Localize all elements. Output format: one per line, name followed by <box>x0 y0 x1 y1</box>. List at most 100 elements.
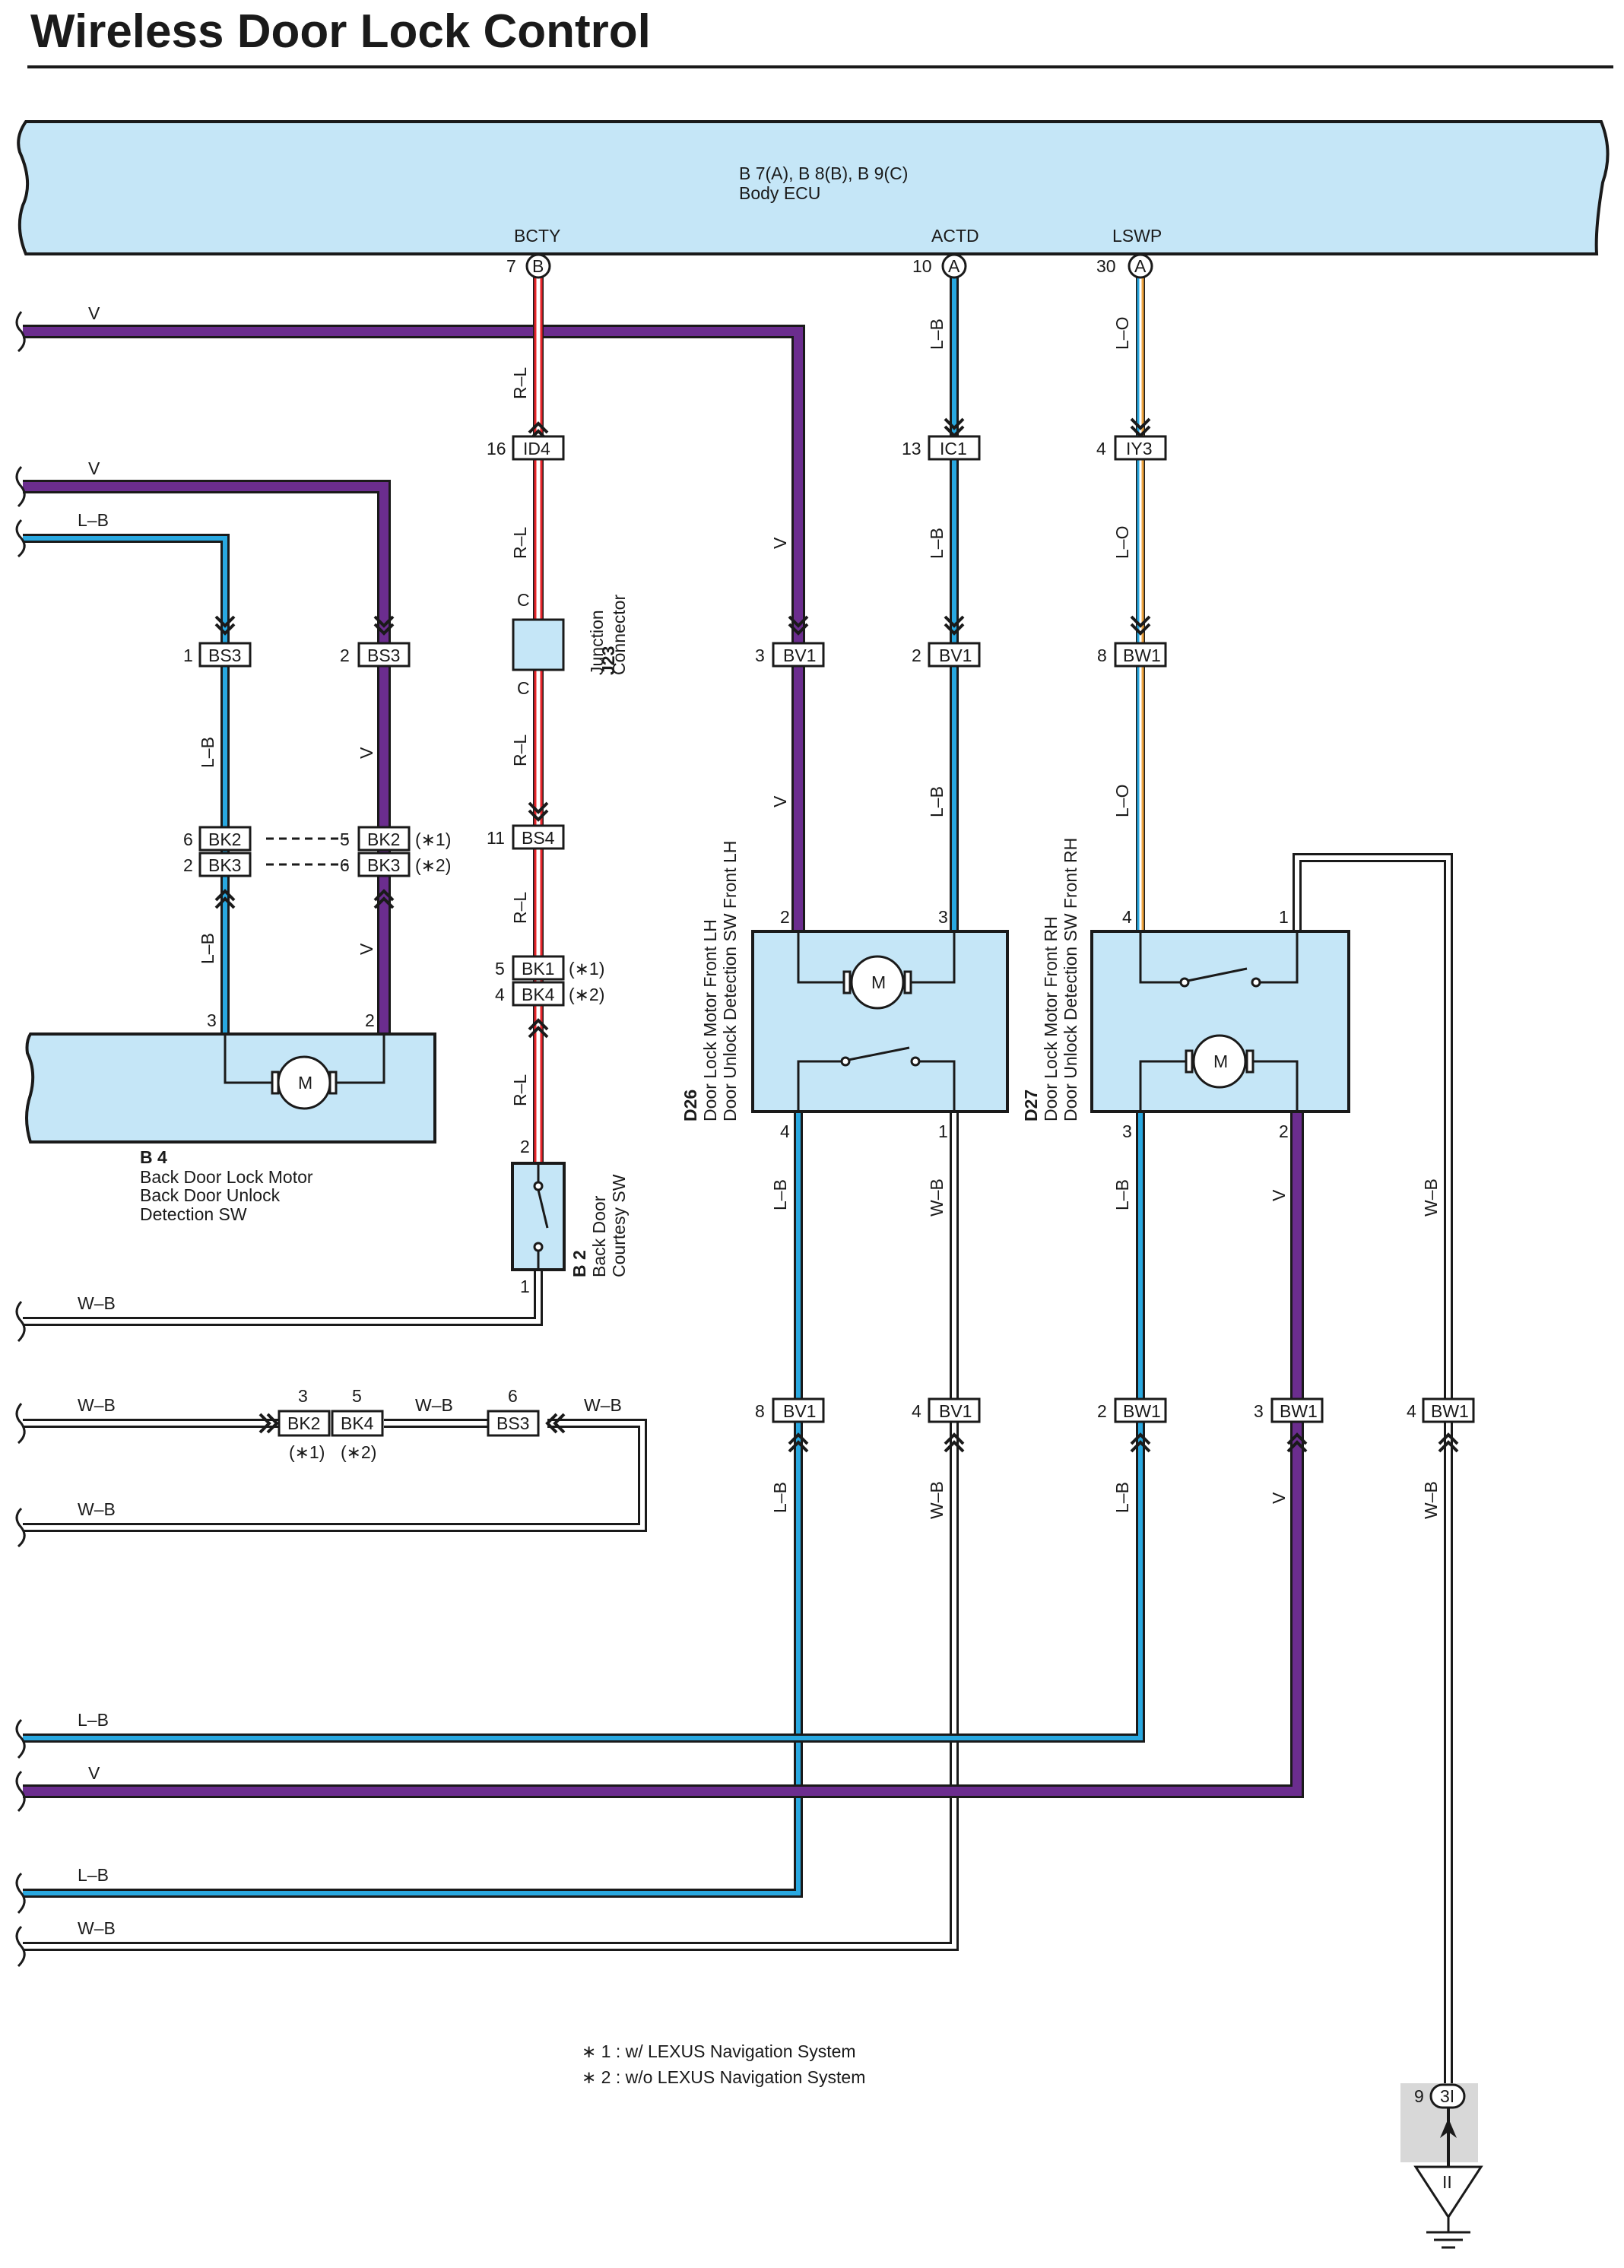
b4-name-1: Back Door Lock Motor <box>140 1167 313 1187</box>
connector-bk2-pin: 6 <box>183 829 193 849</box>
connector-id4-pin: 16 <box>487 439 506 458</box>
b4-name-3: Detection SW <box>140 1204 247 1224</box>
connector-bk2-note: (∗1) <box>415 829 451 849</box>
terminal-conn-b: B <box>532 256 544 276</box>
wire-label-wb: W–B <box>1421 1178 1441 1216</box>
connector-bk2: BK2 <box>367 829 400 849</box>
b2-pin1: 1 <box>520 1277 530 1296</box>
connector-bv1: BV1 <box>939 646 972 665</box>
connector-bk2-pin: 3 <box>298 1386 308 1406</box>
connectors: ID4 16 IC1 13 IY3 4 BS3 1 BS3 2 BV1 3 BV… <box>183 435 1475 1462</box>
wire-lb-d26 <box>23 1112 803 1898</box>
wire-v-top <box>23 325 805 931</box>
terminal-pin-30: 30 <box>1096 256 1116 276</box>
connector-ic1: IC1 <box>940 439 967 458</box>
wire-label-wb: W–B <box>415 1395 453 1415</box>
component-d26: M 2 3 4 1 D26 Door Lock Motor Front LH D… <box>680 841 1009 1141</box>
component-d27: M 4 1 3 2 D27 Door Lock Motor Front RH D… <box>1021 838 1350 1141</box>
wire-label-lb: L–B <box>770 1482 790 1513</box>
motor-label: M <box>1213 1052 1228 1071</box>
connector-bk4-note: (∗2) <box>569 985 604 1004</box>
junction-c-bottom: C <box>517 678 530 698</box>
body-ecu: B 7(A), B 8(B), B 9(C) Body ECU BCTY ACT… <box>17 120 1610 255</box>
ground-conn: 3I <box>1440 2086 1454 2106</box>
footnote-1: ∗ 1 : w/ LEXUS Navigation System <box>582 2041 856 2061</box>
terminal-lswp: LSWP <box>1112 226 1162 246</box>
connector-bw1-pin: 3 <box>1254 1401 1264 1421</box>
connector-bk2-note: (∗1) <box>289 1442 325 1462</box>
wire-label-lb: L–B <box>770 1179 790 1210</box>
d26-pin2: 2 <box>780 907 790 927</box>
connector-bw1: BW1 <box>1431 1401 1469 1421</box>
connector-bs3: BS3 <box>367 646 400 665</box>
terminal-conn-a: A <box>948 256 960 276</box>
connector-bv1: BV1 <box>939 1401 972 1421</box>
motor-label: M <box>298 1073 312 1093</box>
connector-bv1-pin: 3 <box>755 646 765 665</box>
b4-pin3: 3 <box>207 1010 217 1030</box>
connector-bs3: BS3 <box>496 1413 529 1433</box>
b2-name-2: Courtesy SW <box>609 1174 629 1277</box>
connector-bs3-pin: 6 <box>508 1386 518 1406</box>
wire-label-v: V <box>770 537 790 549</box>
connector-bw1-pin: 2 <box>1097 1401 1107 1421</box>
connector-bs3: BS3 <box>208 646 241 665</box>
b2-pin2: 2 <box>520 1137 530 1156</box>
connector-iy3-pin: 4 <box>1096 439 1106 458</box>
connector-bs4-pin: 11 <box>487 828 505 848</box>
connector-bv1: BV1 <box>783 646 816 665</box>
connector-bk1-pin: 5 <box>495 959 505 979</box>
wire-label-rl: R–L <box>510 892 530 924</box>
footnotes: ∗ 1 : w/ LEXUS Navigation System ∗ 2 : w… <box>582 2041 865 2087</box>
connector-bk2: BK2 <box>287 1413 320 1433</box>
connector-iy3: IY3 <box>1126 439 1153 458</box>
motor-icon <box>850 955 905 1010</box>
wire-label-lb: L–B <box>198 933 217 964</box>
wire-label-lb: L–B <box>927 786 947 817</box>
wire-v-bs3 <box>23 480 391 1034</box>
connector-bk4-note: (∗2) <box>341 1442 376 1462</box>
junction-name-1: Junction <box>587 610 607 675</box>
ground-icon <box>1413 2165 1483 2219</box>
wire-label-lo: L–O <box>1112 317 1132 350</box>
connector-bw1: BW1 <box>1123 646 1161 665</box>
d26-pin4: 4 <box>780 1121 790 1141</box>
d26-ref: D26 <box>680 1090 700 1121</box>
wire-wb-d26 <box>23 1112 959 1951</box>
wire-label-v: V <box>357 943 376 955</box>
terminal-conn-a: A <box>1134 256 1147 276</box>
wire-label-lo: L–O <box>1112 526 1132 559</box>
connector-bs4: BS4 <box>522 828 555 848</box>
d26-pin3: 3 <box>938 907 948 927</box>
junction-name-2: Connector <box>609 595 629 675</box>
wire-label-lb: L–B <box>78 1710 109 1730</box>
wire-v-d27 <box>23 1112 1304 1798</box>
d27-name-1: Door Lock Motor Front RH <box>1041 916 1061 1121</box>
component-b2: 2 1 B 2 Back Door Courtesy SW <box>511 1137 629 1296</box>
b2-name-1: Back Door <box>589 1195 609 1277</box>
connector-bk4-pin: 4 <box>495 985 505 1004</box>
d27-pin2: 2 <box>1279 1121 1289 1141</box>
wire-break-marks <box>15 311 26 1968</box>
wire-wb-b2 <box>23 1270 543 1326</box>
wire-label-lb: L–B <box>198 737 217 768</box>
ecu-terminal-pins: B 7 A 10 A 30 <box>506 253 1153 279</box>
ground-point: 3I 9 II <box>1400 2083 1483 2249</box>
connector-bw1-pin: 4 <box>1407 1401 1416 1421</box>
connector-bs3-pin: 2 <box>340 646 350 665</box>
wire-label-rl: R–L <box>510 527 530 559</box>
wire-label-v: V <box>88 1763 100 1783</box>
connector-bk4: BK4 <box>522 985 555 1004</box>
wire-rl-bcty <box>533 274 544 1175</box>
wire-label-wb: W–B <box>927 1178 947 1216</box>
junction-c-top: C <box>517 590 530 610</box>
connector-bk3-pin: 2 <box>183 855 193 875</box>
ground-pin: 9 <box>1414 2086 1424 2106</box>
connector-bk2: BK2 <box>208 829 241 849</box>
wire-label-v: V <box>88 458 100 478</box>
terminal-actd: ACTD <box>931 226 979 246</box>
connector-id4: ID4 <box>523 439 550 458</box>
wire-labels: V V L–B W–B W–B W–B W–B W–B L–B V L–B W–… <box>78 303 1441 1938</box>
b2-ref: B 2 <box>569 1250 589 1277</box>
component-b4: M 3 2 B 4 Back Door Lock Motor Back Door… <box>25 1010 436 1224</box>
